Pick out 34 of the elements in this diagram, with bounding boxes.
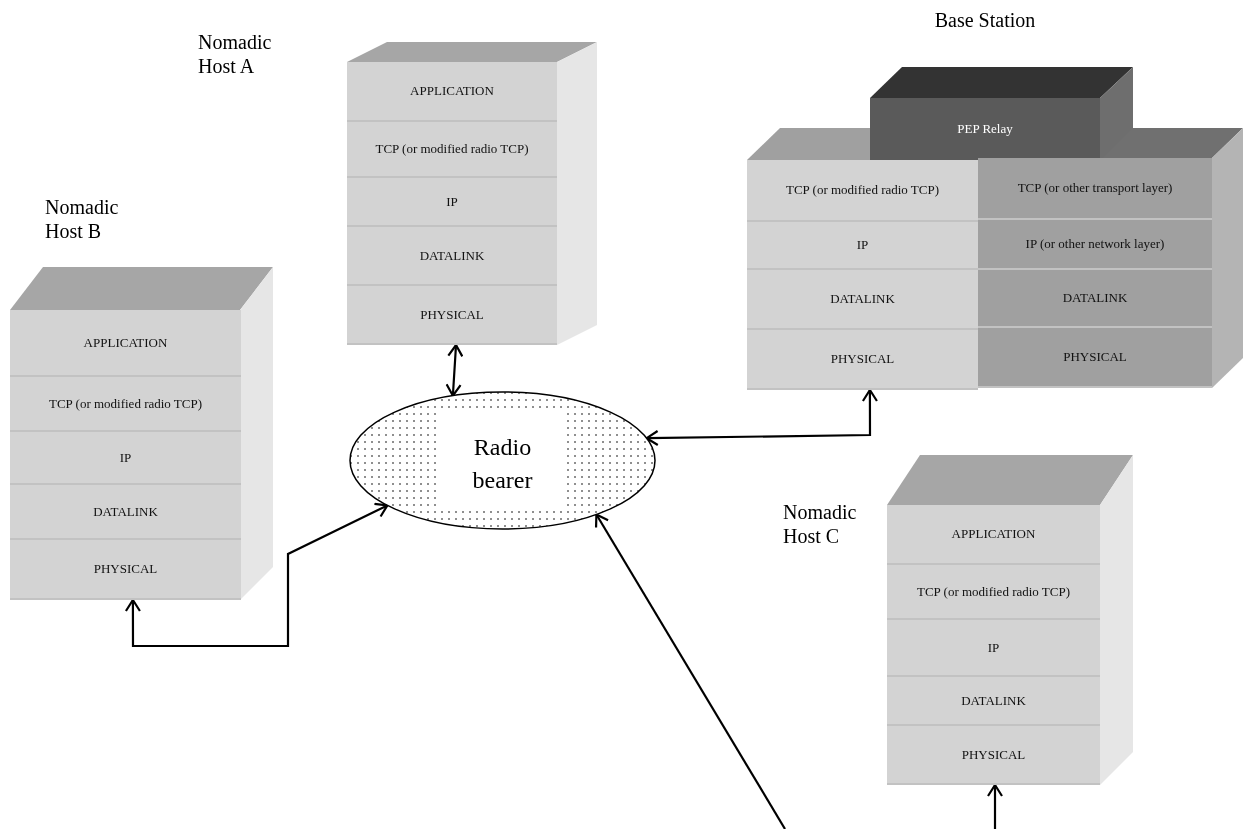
- layer-box: DATALINK: [10, 485, 241, 540]
- layer-box: DATALINK: [887, 677, 1100, 726]
- arrow: [124, 502, 389, 648]
- layer-box: IP: [347, 178, 557, 227]
- layer-box: IP: [10, 432, 241, 485]
- layer-box: PHYSICAL: [747, 330, 978, 390]
- layer-box: PHYSICAL: [887, 726, 1100, 785]
- stack-label: Base Station: [933, 8, 1037, 32]
- layer-box: DATALINK: [747, 270, 978, 330]
- layer-box: PHYSICAL: [10, 540, 241, 600]
- stack-label: Nomadic Host A: [198, 30, 273, 78]
- layer-box: IP: [747, 222, 978, 270]
- layer-box: IP (or other network layer): [978, 220, 1212, 270]
- stack-label: Nomadic Host B: [45, 195, 120, 243]
- radio-bearer-ellipse: Radio bearer: [349, 391, 656, 530]
- arrow: [645, 388, 878, 447]
- layer-box: TCP (or modified radio TCP): [887, 565, 1100, 620]
- node-label: Radio bearer: [472, 433, 533, 493]
- layer-box: DATALINK: [347, 227, 557, 286]
- arrow: [445, 343, 464, 397]
- stack-label: Nomadic Host C: [783, 500, 858, 548]
- layer-box: TCP (or other transport layer): [978, 158, 1212, 220]
- layer-box: PHYSICAL: [347, 286, 557, 345]
- arrow: [594, 513, 786, 829]
- arrow: [986, 783, 1004, 829]
- layer-box: TCP (or modified radio TCP): [747, 160, 978, 222]
- layer-box: APPLICATION: [347, 62, 557, 122]
- layer-box: APPLICATION: [887, 505, 1100, 565]
- layer-box: PHYSICAL: [978, 328, 1212, 388]
- layer-box: APPLICATION: [10, 310, 241, 377]
- layer-box: TCP (or modified radio TCP): [347, 122, 557, 178]
- layer-box: TCP (or modified radio TCP): [10, 377, 241, 432]
- layer-box: DATALINK: [978, 270, 1212, 328]
- layer-box: IP: [887, 620, 1100, 677]
